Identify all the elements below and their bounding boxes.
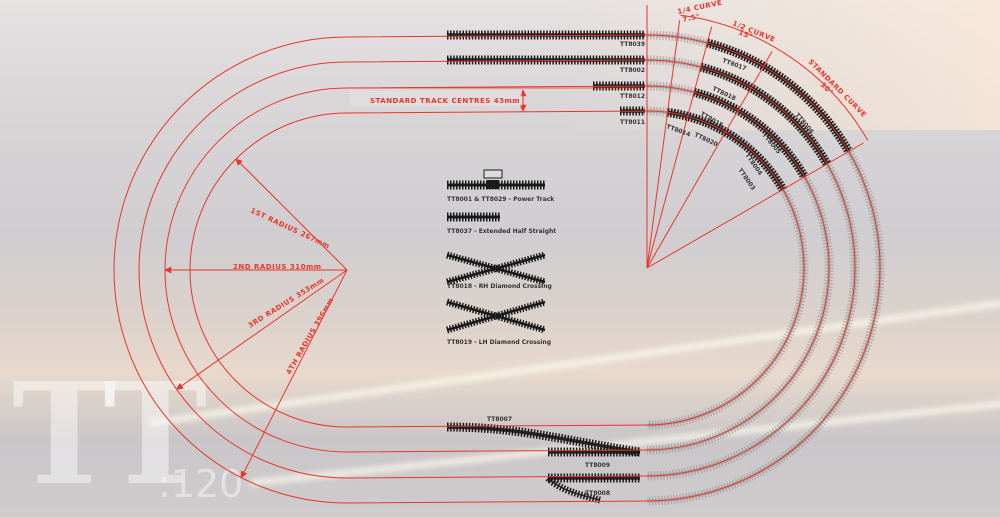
straight-track-label: TT8002 [620, 67, 645, 74]
tt-logo-scale: :120 [158, 462, 244, 506]
curved-track-ties [666, 107, 787, 192]
turnout-label: TT8009 [585, 462, 610, 469]
power-block-icon [487, 180, 499, 189]
straight-track-label: TT8011 [620, 119, 645, 126]
legend-label: TT8001 & TT8029 - Power Track [447, 196, 555, 203]
power-connector-icon [483, 169, 503, 179]
radius-arrow [235, 158, 348, 271]
tt-logo: TT [12, 353, 207, 517]
ghost-curve-track-rails [646, 33, 882, 503]
diamond-crossing-icon [446, 300, 546, 332]
curve-angle-guide [646, 26, 713, 269]
curved-track-label: TT8020 [693, 131, 719, 148]
curved-track-ties [699, 62, 832, 167]
curved-track-label: TT8017 [721, 57, 747, 72]
turnout-label: TT8008 [585, 490, 610, 497]
legend-label: TT8037 - Extended Half Straight [447, 228, 556, 235]
ghost-curve-track-rails [646, 109, 806, 427]
ghost-curve-track-ties [646, 30, 885, 506]
curved-track-label: TT8014 [665, 123, 691, 138]
turnout-track-rails [547, 477, 601, 501]
radius-arrow [240, 269, 348, 479]
turnout-label: TT8007 [487, 416, 512, 423]
curve-angle-guide [646, 142, 864, 269]
straight-track-label: TT8012 [620, 93, 645, 100]
curved-track-rails [667, 110, 785, 191]
straight-track-label: TT8039 [620, 41, 645, 48]
curve-angle-guide [646, 20, 681, 269]
quarter-curve-angle: 7.5° [682, 12, 701, 24]
diamond-crossing-icon [446, 253, 546, 284]
curve-angle-guide [646, 51, 773, 269]
radius-arrow [176, 269, 348, 390]
ghost-curve-track-ties [646, 106, 809, 430]
curved-track-rails [700, 65, 829, 165]
curve-dimension-arc [680, 14, 869, 141]
legend-label: TT8018 - RH Diamond Crossing [447, 283, 552, 290]
legend-label: TT8019 - LH Diamond Crossing [447, 339, 551, 346]
track-centres-label: STANDARD TRACK CENTRES 43mm [370, 97, 520, 105]
headline-backdrop [350, 91, 522, 106]
second-radius-label: 2ND RADIUS 310mm [233, 263, 322, 271]
curved-track-label: TT8003 [736, 167, 756, 192]
quarter-curve-label: 1/4 CURVE [677, 0, 723, 16]
